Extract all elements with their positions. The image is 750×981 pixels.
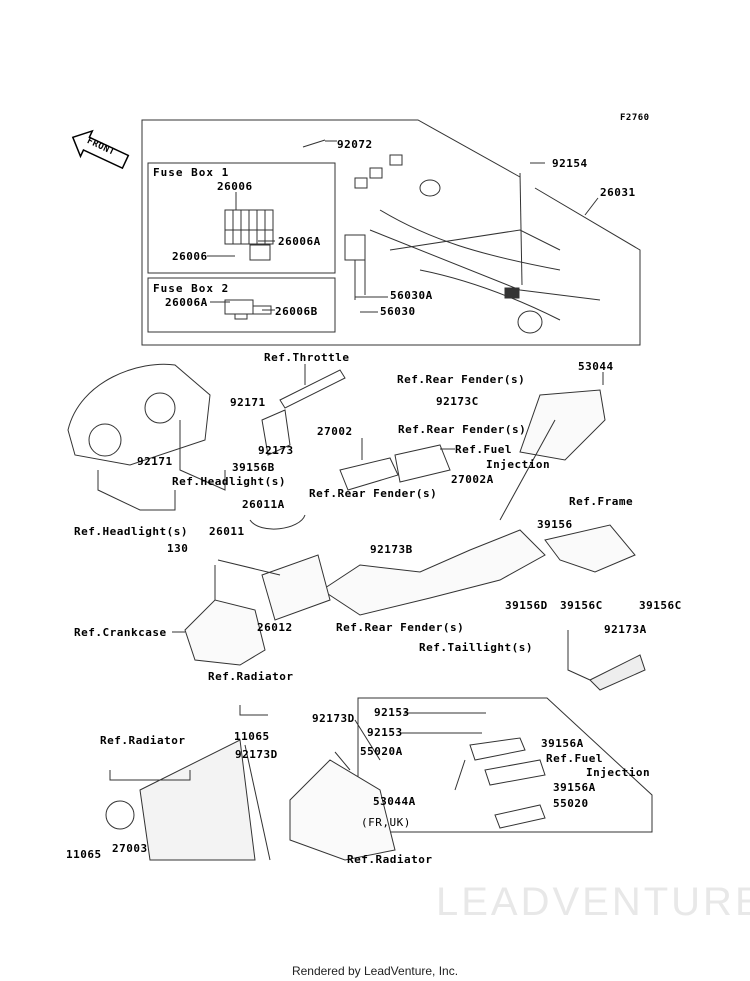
footer-credit: Rendered by LeadVenture, Inc. — [291, 964, 459, 978]
fuse-box-1-frame — [147, 162, 336, 274]
part-26012[interactable]: 26012 — [257, 621, 293, 634]
ref-frame[interactable]: Ref.Frame — [569, 495, 634, 508]
fuse-box-1-title: Fuse Box 1 — [153, 166, 230, 179]
part-26006[interactable]: 26006 — [172, 250, 208, 263]
part-39156c[interactable]: 39156C — [639, 599, 682, 612]
part-130[interactable]: 130 — [167, 542, 189, 555]
part-26011[interactable]: 26011 — [209, 525, 245, 538]
part-26006a[interactable]: 26006A — [278, 235, 321, 248]
part-55020[interactable]: 55020 — [553, 797, 589, 810]
harness-group-frame — [141, 119, 641, 346]
part-56030a[interactable]: 56030A — [390, 289, 433, 302]
part-26006a[interactable]: 26006A — [165, 296, 208, 309]
ref-taillight[interactable]: Ref.Taillight(s) — [419, 641, 533, 654]
part-53044[interactable]: 53044 — [578, 360, 614, 373]
headlight-assembly-icon — [67, 363, 226, 511]
ref-radiator[interactable]: Ref.Radiator — [100, 734, 186, 747]
radiator-icon — [105, 705, 271, 861]
part-92154[interactable]: 92154 — [552, 157, 588, 170]
part-92173[interactable]: 92173 — [258, 444, 294, 457]
part-39156a[interactable]: 39156A — [541, 737, 584, 750]
part-92153[interactable]: 92153 — [374, 706, 410, 719]
part-26011a[interactable]: 26011A — [242, 498, 285, 511]
crankcase-icon — [172, 565, 266, 666]
ref-rear-fender[interactable]: Ref.Rear Fender(s) — [336, 621, 465, 634]
ref-rear-fender[interactable]: Ref.Rear Fender(s) — [397, 373, 526, 386]
part-27003[interactable]: 27003 — [112, 842, 148, 855]
fuse-box-2-icon — [210, 299, 275, 320]
ref-headlight[interactable]: Ref.Headlight(s) — [74, 525, 188, 538]
fr-uk-note: (FR,UK) — [361, 816, 411, 829]
ecu-icon — [339, 438, 455, 491]
watermark: LEADVENTURE — [436, 880, 750, 924]
part-92173d[interactable]: 92173D — [235, 748, 278, 761]
part-92173c[interactable]: 92173C — [436, 395, 479, 408]
ref-fuel-injection-cont: Injection — [586, 766, 651, 779]
battery-icon — [217, 514, 331, 621]
radiator-cover-icon — [289, 719, 396, 861]
part-39156[interactable]: 39156 — [537, 518, 573, 531]
ref-rear-fender[interactable]: Ref.Rear Fender(s) — [309, 487, 438, 500]
ref-fuel-injection[interactable]: Ref.Fuel — [455, 443, 512, 456]
fuse-box-2-frame — [147, 277, 336, 333]
part-26006[interactable]: 26006 — [217, 180, 253, 193]
part-92153[interactable]: 92153 — [367, 726, 403, 739]
fuse-box-1-icon — [207, 192, 275, 261]
part-39156c[interactable]: 39156C — [560, 599, 603, 612]
throttle-body-icon — [261, 364, 346, 456]
part-26031[interactable]: 26031 — [600, 186, 636, 199]
part-11065[interactable]: 11065 — [234, 730, 270, 743]
front-arrow-icon — [71, 129, 130, 170]
ref-radiator[interactable]: Ref.Radiator — [208, 670, 294, 683]
part-92171[interactable]: 92171 — [230, 396, 266, 409]
part-56030[interactable]: 56030 — [380, 305, 416, 318]
part-53044a[interactable]: 53044A — [373, 795, 416, 808]
part-92171[interactable]: 92171 — [137, 455, 173, 468]
part-11065[interactable]: 11065 — [66, 848, 102, 861]
part-27002[interactable]: 27002 — [317, 425, 353, 438]
ref-throttle[interactable]: Ref.Throttle — [264, 351, 350, 364]
rear-fender-icon — [321, 372, 636, 616]
part-92173a[interactable]: 92173A — [604, 623, 647, 636]
part-39156b[interactable]: 39156B — [232, 461, 275, 474]
part-39156d[interactable]: 39156D — [505, 599, 548, 612]
part-92072[interactable]: 92072 — [337, 138, 373, 151]
diagram-code: F2760 — [620, 113, 650, 123]
ref-headlight[interactable]: Ref.Headlight(s) — [172, 475, 286, 488]
main-harness-icon — [302, 139, 601, 334]
ref-crankcase[interactable]: Ref.Crankcase — [74, 626, 167, 639]
part-92173d[interactable]: 92173D — [312, 712, 355, 725]
part-39156a[interactable]: 39156A — [553, 781, 596, 794]
part-92173b[interactable]: 92173B — [370, 543, 413, 556]
ref-fuel-injection-cont: Injection — [486, 458, 551, 471]
fuse-box-2-title: Fuse Box 2 — [153, 282, 230, 295]
taillight-icon — [567, 630, 646, 691]
fr-uk-parts-icon — [401, 712, 546, 829]
part-55020a[interactable]: 55020A — [360, 745, 403, 758]
part-27002a[interactable]: 27002A — [451, 473, 494, 486]
ref-fuel-injection[interactable]: Ref.Fuel — [546, 752, 603, 765]
ref-rear-fender[interactable]: Ref.Rear Fender(s) — [398, 423, 527, 436]
ref-radiator[interactable]: Ref.Radiator — [347, 853, 433, 866]
part-26006b[interactable]: 26006B — [275, 305, 318, 318]
